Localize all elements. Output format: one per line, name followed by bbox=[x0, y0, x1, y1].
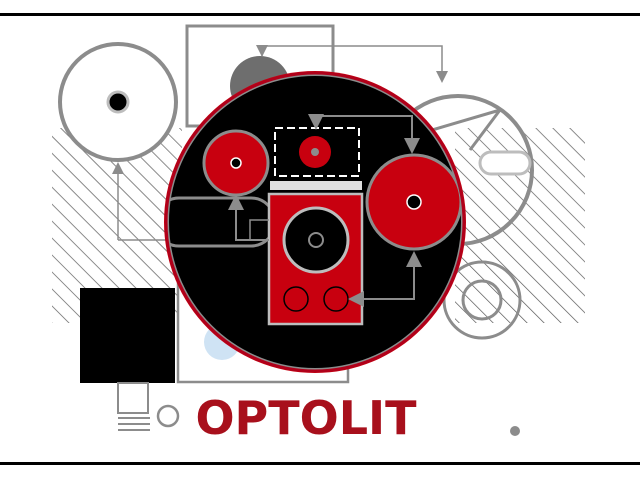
frame-lines bbox=[0, 13, 640, 465]
reel-circle-left bbox=[58, 42, 178, 162]
brand-wordmark: OPTOLIT bbox=[195, 391, 417, 445]
small-ring-left bbox=[156, 404, 180, 428]
connector-block bbox=[117, 382, 150, 431]
top-arrow-connector bbox=[256, 45, 448, 83]
small-dot-right bbox=[510, 426, 520, 436]
pill-shape-right bbox=[478, 150, 532, 176]
black-square bbox=[80, 288, 175, 383]
lens-rim bbox=[164, 71, 466, 373]
brand-name: OPTOLIT bbox=[195, 391, 417, 445]
lens-internals bbox=[167, 114, 463, 326]
